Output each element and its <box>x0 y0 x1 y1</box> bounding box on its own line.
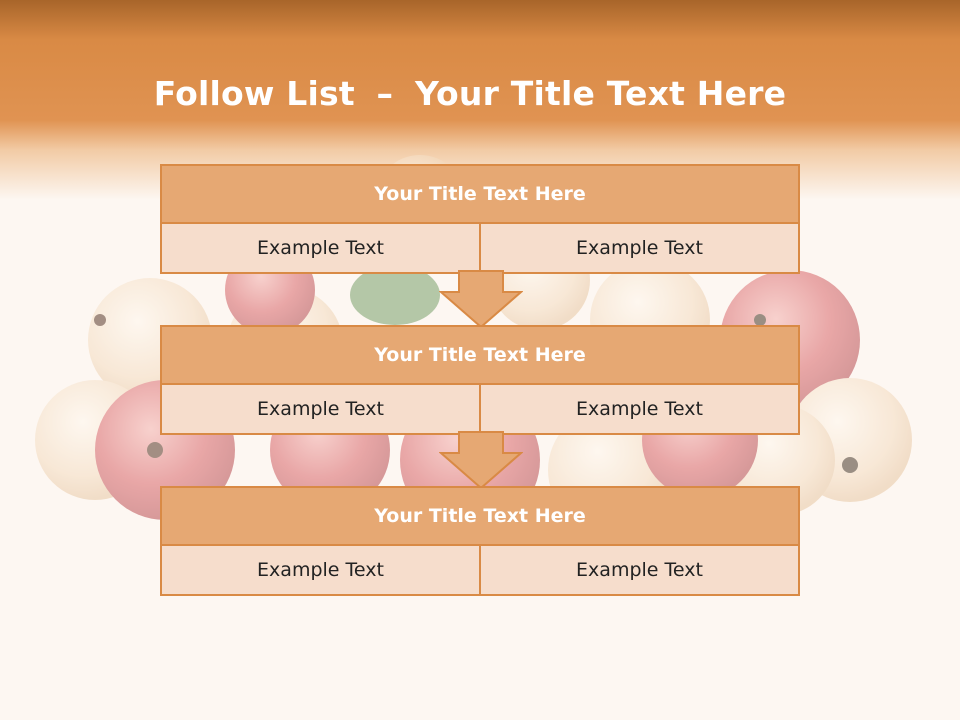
step-cell-left: Example Text <box>162 224 479 272</box>
down-arrow-icon <box>439 431 523 489</box>
step-cell-right: Example Text <box>479 385 798 433</box>
step-box-2: Your Title Text Here Example Text Exampl… <box>160 325 800 435</box>
step-title: Your Title Text Here <box>162 488 798 546</box>
title-rest: Your Title Text Here <box>414 74 787 114</box>
step-row: Example Text Example Text <box>162 546 798 594</box>
step-cell-right: Example Text <box>479 546 798 594</box>
step-cell-left: Example Text <box>162 385 479 433</box>
step-cell-right: Example Text <box>479 224 798 272</box>
step-title: Your Title Text Here <box>162 166 798 224</box>
slide-title: Follow List – Your Title Text Here <box>0 74 940 113</box>
step-cell-left: Example Text <box>162 546 479 594</box>
step-row: Example Text Example Text <box>162 385 798 433</box>
down-arrow-icon <box>439 270 523 328</box>
title-bold: Follow List <box>153 74 355 114</box>
step-title: Your Title Text Here <box>162 327 798 385</box>
step-box-1: Your Title Text Here Example Text Exampl… <box>160 164 800 274</box>
step-box-3: Your Title Text Here Example Text Exampl… <box>160 486 800 596</box>
step-row: Example Text Example Text <box>162 224 798 272</box>
title-dash: – <box>376 74 394 114</box>
